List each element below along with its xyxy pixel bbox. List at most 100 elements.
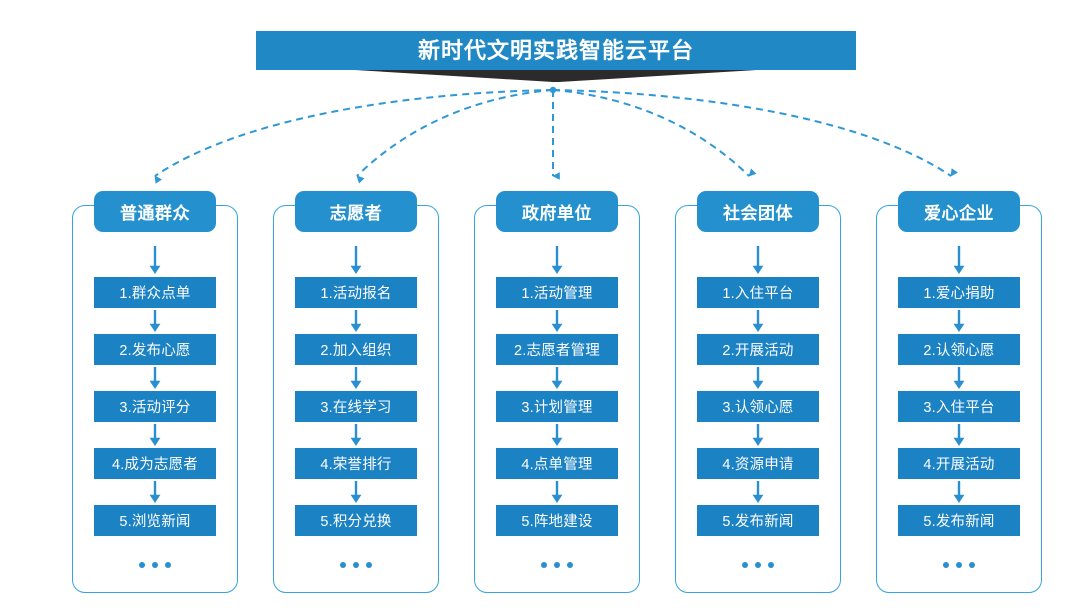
step-item[interactable]: 5.积分兑换 [295, 505, 417, 536]
step-arrow [876, 365, 1042, 391]
step-arrow [273, 479, 439, 505]
step-item[interactable]: 3.活动评分 [94, 391, 216, 422]
arrow-down-icon [551, 481, 563, 503]
step-item[interactable]: 4.成为志愿者 [94, 448, 216, 479]
step-arrow [474, 479, 640, 505]
column-ordinary-public: 普通群众 1.群众点单 2.发布心愿 3.活动评分 4.成为志愿者 5.浏览新闻 [72, 191, 238, 593]
step-arrow [72, 422, 238, 448]
step-arrow [675, 422, 841, 448]
column-header-government-unit[interactable]: 政府单位 [496, 191, 618, 232]
column-header-volunteer[interactable]: 志愿者 [295, 191, 417, 232]
arrow-down-icon [551, 310, 563, 332]
column-header-caring-enterprise[interactable]: 爱心企业 [898, 191, 1020, 232]
step-item[interactable]: 2.志愿者管理 [496, 334, 618, 365]
arrow-down-icon [953, 310, 965, 332]
ellipsis-dot [956, 562, 962, 568]
step-item[interactable]: 5.浏览新闻 [94, 505, 216, 536]
platform-title-banner: 新时代文明实践智能云平台 [256, 31, 856, 70]
header-to-step-arrow [876, 246, 1042, 277]
step-item[interactable]: 2.发布心愿 [94, 334, 216, 365]
title-banner-group: 新时代文明实践智能云平台 [0, 0, 1080, 100]
more-items-ellipsis [273, 536, 439, 576]
step-item[interactable]: 1.爱心捐助 [898, 277, 1020, 308]
step-arrow [876, 422, 1042, 448]
step-item[interactable]: 2.开展活动 [697, 334, 819, 365]
column-caring-enterprise: 爱心企业 1.爱心捐助 2.认领心愿 3.入住平台 4.开展活动 5.发布新闻 [876, 191, 1042, 593]
step-item[interactable]: 4.荣誉排行 [295, 448, 417, 479]
step-item[interactable]: 2.加入组织 [295, 334, 417, 365]
arrow-down-icon [752, 310, 764, 332]
step-item[interactable]: 3.计划管理 [496, 391, 618, 422]
more-items-ellipsis [675, 536, 841, 576]
step-arrow [273, 308, 439, 334]
step-item[interactable]: 1.群众点单 [94, 277, 216, 308]
step-arrow [675, 479, 841, 505]
column-social-group: 社会团体 1.入住平台 2.开展活动 3.认领心愿 4.资源申请 5.发布新闻 [675, 191, 841, 593]
arrow-down-icon [350, 481, 362, 503]
ellipsis-dot [943, 562, 949, 568]
column-body-volunteer: 1.活动报名 2.加入组织 3.在线学习 4.荣誉排行 5.积分兑换 [273, 246, 439, 576]
arrow-down-icon [953, 481, 965, 503]
header-to-step-arrow [675, 246, 841, 277]
arrow-down-icon [551, 424, 563, 446]
arrow-down-icon [149, 310, 161, 332]
step-item[interactable]: 4.资源申请 [697, 448, 819, 479]
arrow-down-icon [350, 246, 362, 274]
more-items-ellipsis [876, 536, 1042, 576]
step-item[interactable]: 1.活动报名 [295, 277, 417, 308]
step-item[interactable]: 3.入住平台 [898, 391, 1020, 422]
step-arrow [474, 308, 640, 334]
ellipsis-dot [969, 562, 975, 568]
step-item[interactable]: 3.在线学习 [295, 391, 417, 422]
arrow-down-icon [752, 367, 764, 389]
ellipsis-dot [340, 562, 346, 568]
arrow-down-icon [350, 424, 362, 446]
step-item[interactable]: 5.发布新闻 [697, 505, 819, 536]
arrow-down-icon [953, 246, 965, 274]
step-item[interactable]: 1.活动管理 [496, 277, 618, 308]
step-arrow [72, 308, 238, 334]
step-item[interactable]: 3.认领心愿 [697, 391, 819, 422]
header-to-step-arrow [474, 246, 640, 277]
step-arrow [273, 365, 439, 391]
arrow-down-icon [953, 367, 965, 389]
arrow-down-icon [551, 246, 563, 274]
arrow-down-icon [149, 481, 161, 503]
ellipsis-dot [567, 562, 573, 568]
more-items-ellipsis [72, 536, 238, 576]
step-item[interactable]: 5.发布新闻 [898, 505, 1020, 536]
ellipsis-dot [768, 562, 774, 568]
step-item[interactable]: 4.点单管理 [496, 448, 618, 479]
ellipsis-dot [139, 562, 145, 568]
step-arrow [273, 422, 439, 448]
step-arrow [72, 479, 238, 505]
column-header-social-group[interactable]: 社会团体 [697, 191, 819, 232]
step-arrow [72, 365, 238, 391]
step-item[interactable]: 5.阵地建设 [496, 505, 618, 536]
step-arrow [474, 422, 640, 448]
step-arrow [675, 365, 841, 391]
step-arrow [876, 479, 1042, 505]
ellipsis-dot [152, 562, 158, 568]
column-header-ordinary-public[interactable]: 普通群众 [94, 191, 216, 232]
arrow-down-icon [149, 246, 161, 274]
step-arrow [675, 308, 841, 334]
column-body-caring-enterprise: 1.爱心捐助 2.认领心愿 3.入住平台 4.开展活动 5.发布新闻 [876, 246, 1042, 576]
page-title: 新时代文明实践智能云平台 [417, 37, 694, 63]
step-arrow [876, 308, 1042, 334]
step-item[interactable]: 1.入住平台 [697, 277, 819, 308]
more-items-ellipsis [474, 536, 640, 576]
chevron-down-icon [546, 71, 560, 83]
step-item[interactable]: 4.开展活动 [898, 448, 1020, 479]
arrow-down-icon [752, 481, 764, 503]
step-item[interactable]: 2.认领心愿 [898, 334, 1020, 365]
arrow-down-icon [149, 424, 161, 446]
ellipsis-dot [165, 562, 171, 568]
column-volunteer: 志愿者 1.活动报名 2.加入组织 3.在线学习 4.荣誉排行 5.积分兑换 [273, 191, 439, 593]
ellipsis-dot [353, 562, 359, 568]
arrow-down-icon [350, 310, 362, 332]
column-government-unit: 政府单位 1.活动管理 2.志愿者管理 3.计划管理 4.点单管理 5.阵地建设 [474, 191, 640, 593]
column-body-ordinary-public: 1.群众点单 2.发布心愿 3.活动评分 4.成为志愿者 5.浏览新闻 [72, 246, 238, 576]
arrow-down-icon [953, 424, 965, 446]
